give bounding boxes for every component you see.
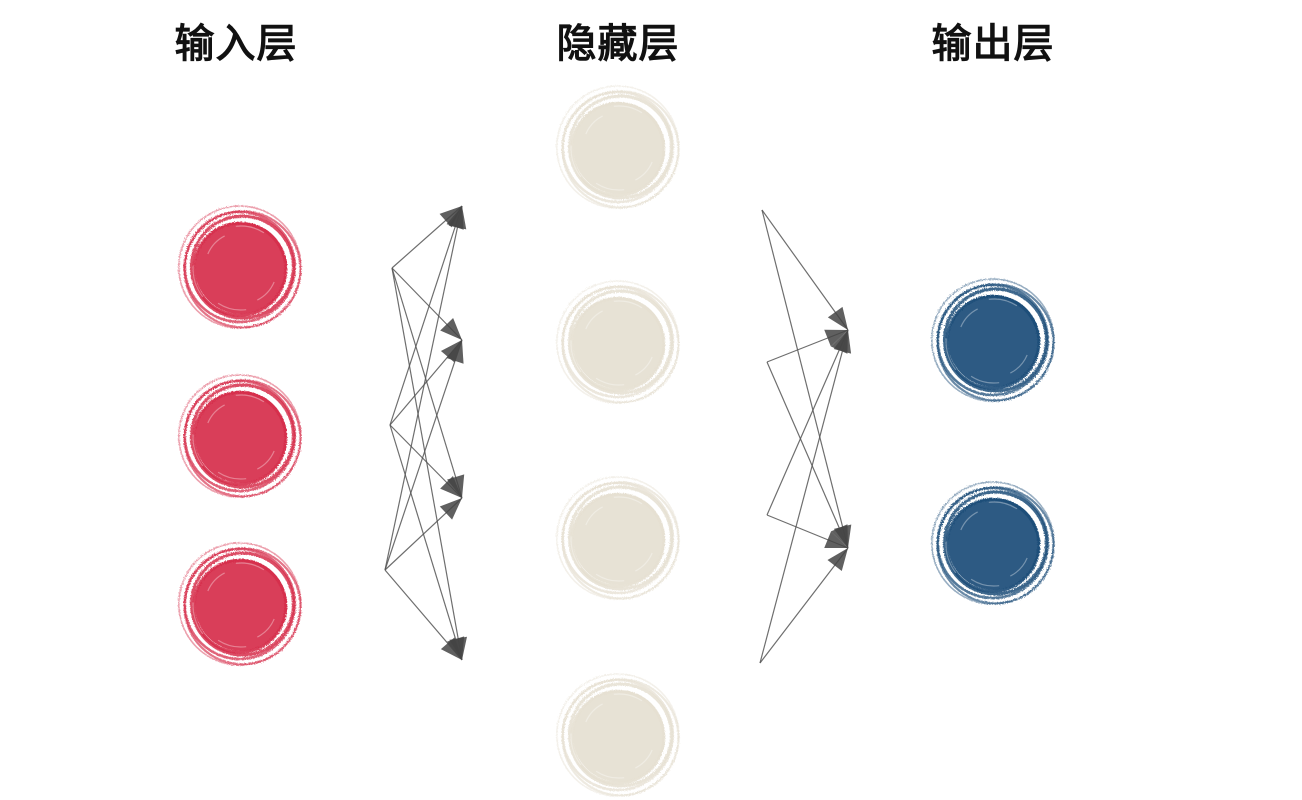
hidden-node-1 [555,85,680,209]
hidden-output-arrowhead [827,548,848,571]
hidden-node-2 [555,280,680,404]
input-hidden-edge-line [389,424,463,661]
input-node-2 [178,374,302,498]
output-node-2 [930,481,1055,605]
input-hidden-arrowhead [440,340,462,363]
input-node-3 [178,542,302,666]
hidden-output-connection-4-1 [759,329,852,664]
hidden-output-edge-line [761,209,849,331]
input-hidden-edge-line [389,205,463,426]
input-hidden-connection-1-1 [391,205,463,269]
input-hidden-connection-3-1 [384,205,467,571]
input-hidden-connection-3-2 [384,339,464,571]
hidden-output-arrowhead [824,531,848,549]
hidden-output-connection-1-1 [761,209,849,331]
hidden-output-edge-line [766,329,849,516]
input-hidden-connection-3-4 [384,569,463,661]
hidden-output-connection-4-2 [759,547,849,664]
input-hidden-arrowhead [446,340,464,364]
hidden-output-arrowhead [824,329,848,347]
input-layer-title: 输入层 [174,21,298,67]
hidden-layer-title: 隐藏层 [556,21,680,67]
hidden-output-arrowhead [833,330,852,354]
hidden-output-arrowhead [827,306,848,330]
input-hidden-arrowhead [440,317,462,340]
input-hidden-connection-2-4 [389,424,465,661]
hidden-output-arrowhead [830,524,848,548]
hidden-node-4 [555,673,680,797]
output-layer-title: 输出层 [931,21,1055,67]
input-hidden-arrowhead [439,498,462,520]
input-hidden-arrowhead [439,206,462,228]
input-hidden-edge-line [391,267,463,499]
input-hidden-edge-line [384,205,463,571]
hidden-output-connection-3-2 [766,514,849,549]
hidden-output-edge-line [759,329,849,664]
input-hidden-arrowhead [448,206,467,230]
input-hidden-connection-2-3 [389,424,463,499]
hidden-node-3 [555,476,680,600]
output-node-1 [930,278,1055,402]
input-hidden-arrowhead [440,637,462,660]
node-group [178,85,1055,797]
input-hidden-edge-line [384,339,463,571]
hidden-output-connection-2-2 [766,361,849,549]
hidden-output-edge-line [766,361,849,549]
hidden-output-connection-2-1 [766,329,849,363]
input-node-1 [178,205,302,329]
hidden-output-edge-line [759,547,849,664]
input-hidden-connection-3-3 [384,497,463,571]
input-hidden-connection-1-2 [391,267,463,341]
input-hidden-edge-line [391,267,463,661]
connection-group [384,205,852,664]
hidden-output-edge-line [761,209,849,549]
input-hidden-arrowhead [440,476,462,498]
